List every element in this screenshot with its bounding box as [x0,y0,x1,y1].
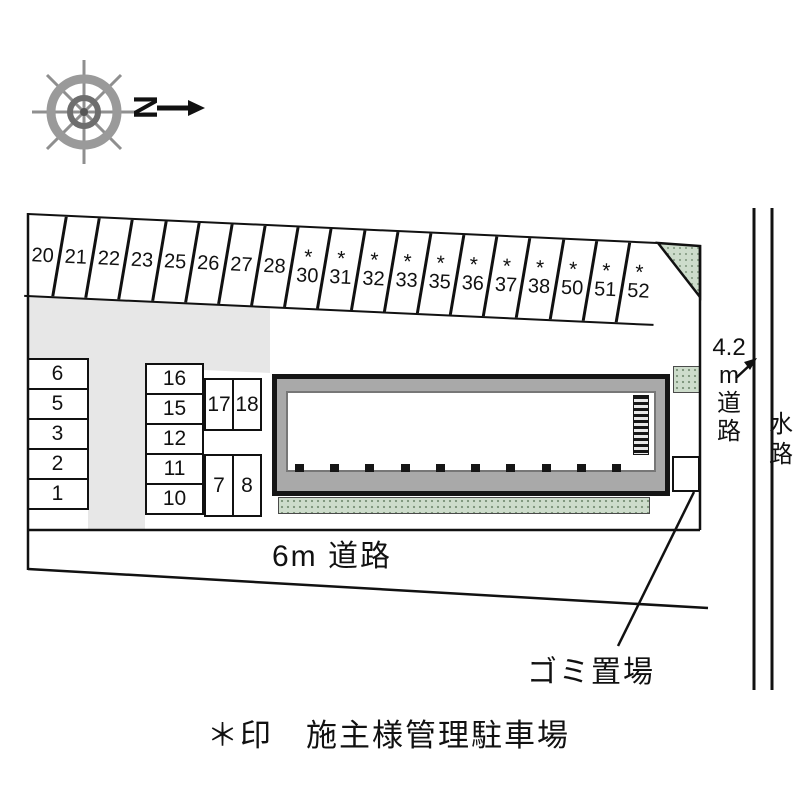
owner-managed-mark: * [402,250,413,274]
parking-stall: 15 [147,393,202,423]
driveway-corridor [88,358,145,530]
stall-number: 12 [162,427,187,450]
label-6m-road: 6m 道路 [272,540,393,573]
stall-number: 5 [51,392,64,415]
owner-managed-mark: * [336,247,346,271]
stall-number: 20 [31,244,55,268]
stall-number: 36 [461,272,485,296]
hedge-strip [278,497,650,514]
label-line: 路 [717,418,741,445]
balcony-divider [365,464,375,472]
balcony-divider [400,464,410,472]
owner-managed-mark: * [502,254,512,279]
parking-pair-7-8: 7 8 [204,454,262,517]
label-line: 道 [717,390,741,417]
stall-number: 1 [51,482,64,505]
parking-stall: 12 [147,423,202,453]
parking-stall: 2 [28,448,87,478]
parking-stall: 5 [28,388,87,418]
balcony-divider [295,464,304,472]
parking-stall: 7 [206,456,232,515]
parking-stall: 6 [28,358,87,388]
label-line: 4.2 [712,334,746,361]
stall-number: 26 [196,251,220,275]
stall-number: 52 [626,279,651,303]
balcony-dividers [295,464,621,472]
balcony-divider [435,464,445,472]
stall-number: 28 [262,254,287,278]
balcony-divider [471,464,481,472]
owner-managed-mark: * [601,259,611,283]
owner-managed-mark: * [535,256,545,280]
balcony-divider [541,464,551,472]
balcony-divider [330,464,340,472]
label-garbage-area: ゴミ置場 [527,656,655,689]
stall-number: 51 [593,278,617,302]
stall-number: 7 [213,473,225,497]
stall-number: 23 [130,248,154,272]
building-interior [286,391,656,472]
parking-stall: *52 [620,242,657,323]
label-waterway: 水 路 [764,410,798,470]
top-parking-row: 20 21 22 23 25 26 27 28 *30 *31 *32 *33 … [24,213,658,326]
stall-number: 6 [51,362,64,385]
parking-stall: 3 [28,418,87,448]
stall-number: 16 [162,367,187,390]
stall-number: 3 [51,422,64,445]
owner-managed-mark: * [634,261,644,285]
balcony-divider [611,464,621,472]
stall-number: 30 [295,264,319,288]
parking-stall: 18 [232,380,260,429]
label-line: 路 [769,441,793,468]
stall-number: 38 [527,275,551,299]
compass-icon [32,60,136,164]
stall-number: 31 [328,265,352,289]
middle-parking-column: 16 15 12 11 10 [145,363,204,515]
stall-number: 8 [241,473,253,497]
stall-number: 10 [162,487,187,510]
green-triangle [655,241,702,301]
stairs-icon [633,395,649,455]
garbage-area [672,456,700,492]
label-line: m [719,362,739,389]
caption-owner-managed: ＊印 施主様管理駐車場 [207,718,570,753]
garbage-leader-line [616,491,696,647]
stall-number: 27 [229,253,253,277]
stall-number: 2 [51,452,64,475]
owner-managed-mark: * [303,245,313,270]
stall-number: 50 [560,276,584,300]
stall-number: 25 [163,250,187,274]
balcony-divider [576,464,586,472]
stall-number: 18 [235,392,259,416]
parking-stall: 11 [147,453,202,483]
stall-number: 37 [494,273,518,297]
stall-number: 35 [428,270,452,294]
stall-number: 17 [207,392,231,416]
parking-stall: 16 [147,363,202,393]
owner-managed-mark: * [435,251,446,276]
label-line: 水 [769,411,793,438]
owner-managed-mark: * [568,257,578,282]
owner-managed-mark: * [369,248,379,273]
left-parking-column: 6 5 3 2 1 [28,358,89,510]
owner-managed-mark: * [469,253,479,277]
stall-number: 33 [394,269,419,293]
north-arrow-icon [157,100,205,116]
label-4-2m-road: 4.2 m 道 路 [705,334,753,446]
stall-number: 21 [64,245,88,269]
parking-pair-17-18: 17 18 [204,378,262,431]
parking-stall: 10 [147,483,202,513]
parking-stall: 8 [232,456,260,515]
stall-number: 22 [97,247,121,271]
stall-number: 15 [162,397,187,420]
building [272,374,670,496]
green-patch [673,366,700,393]
parking-stall: 1 [28,478,87,508]
north-label: N [126,95,164,119]
balcony-divider [506,464,516,472]
stall-number: 11 [163,457,186,480]
parking-stall: 17 [206,380,232,429]
stall-number: 32 [361,267,386,291]
